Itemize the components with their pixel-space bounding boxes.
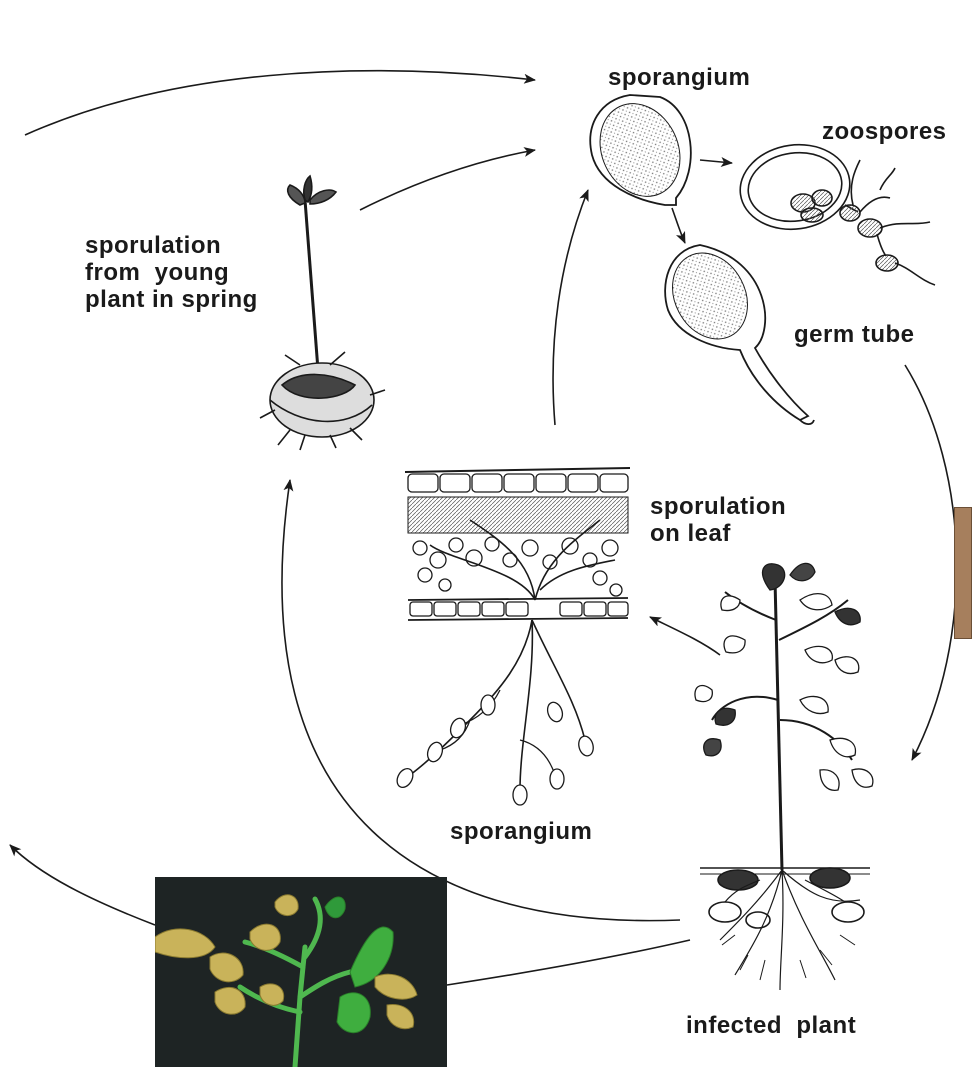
infected-plant-drawing: [695, 563, 873, 990]
label-sporulation-young-plant-line1: sporulation: [85, 232, 258, 259]
infected-plant-leaves: [695, 563, 873, 790]
sporangia-on-hyphae: [394, 695, 595, 805]
lower-epidermis-cells: [410, 602, 628, 616]
label-sporulation-on-leaf-line2: on leaf: [650, 520, 786, 547]
label-sporulation-young-plant-line3: plant in spring: [85, 286, 258, 313]
epidermis-cells: [408, 474, 628, 492]
leaf-cross-section-drawing: [394, 468, 630, 805]
sporangium-top-drawing: [585, 90, 694, 209]
arrow-germ-tube-to-infected-plant: [905, 365, 957, 760]
germinating-sporangium-drawing: [658, 240, 814, 424]
label-sporangium-top: sporangium: [608, 64, 750, 91]
label-infected-plant: infected plant: [686, 1012, 856, 1039]
arrow-infected-plant-to-young-plant: [282, 480, 680, 921]
young-plant-drawing: [260, 176, 385, 450]
arrow-photo-to-infected-plant: [447, 940, 690, 985]
arrow-cycle-to-sporangium: [25, 71, 535, 135]
photo-content: [155, 877, 447, 1067]
label-sporulation-young-plant: sporulation from young plant in spring: [85, 232, 258, 313]
zoospore-release-drawing: [735, 138, 935, 285]
spongy-cells: [413, 537, 622, 596]
label-sporangium-bottom: sporangium: [450, 818, 592, 845]
label-sporulation-young-plant-line2: from young: [85, 259, 258, 286]
arrow-infected-plant-to-leaf: [650, 617, 720, 655]
arrow-to-left-edge: [10, 845, 155, 925]
label-zoospores: zoospores: [822, 118, 947, 145]
label-sporulation-on-leaf-line1: sporulation: [650, 493, 786, 520]
arrow-sporangium-to-zoospore: [700, 160, 732, 163]
infected-potato-plant-photo: [155, 877, 447, 1067]
side-panel-edge: [954, 507, 972, 639]
label-germ-tube: germ tube: [794, 321, 915, 348]
label-sporulation-on-leaf: sporulation on leaf: [650, 493, 786, 547]
arrow-sporangium-to-germinating: [672, 208, 685, 243]
arrow-young-plant-to-sporangium: [360, 150, 535, 210]
arrow-leaf-to-sporangium: [553, 190, 588, 425]
